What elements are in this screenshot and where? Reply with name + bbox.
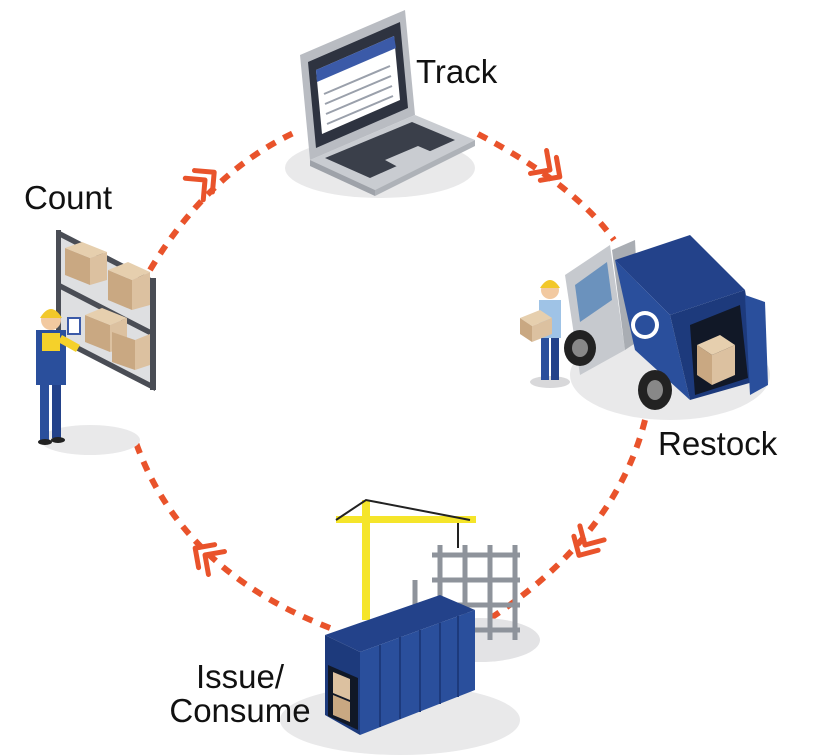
stage-label-restock: Restock <box>658 425 778 462</box>
delivery-truck-icon <box>520 235 770 420</box>
chevron-arrow-icon <box>192 542 227 577</box>
stage-label-issue-line2: Consume <box>169 692 311 729</box>
chevron-arrow-icon <box>528 148 563 183</box>
stage-label-track: Track <box>416 53 498 90</box>
laptop-icon <box>285 10 475 198</box>
arc-restock-to-issue <box>478 419 648 628</box>
worker-icon <box>520 280 570 388</box>
crane-icon <box>335 498 476 620</box>
stage-label-issue-consume: Issue/ Consume <box>160 660 320 728</box>
cycle-arrowheads <box>182 148 607 577</box>
stage-label-count: Count <box>24 179 113 216</box>
shipping-container-icon <box>280 498 540 755</box>
arc-track-to-restock <box>476 131 617 242</box>
chevron-arrow-icon <box>571 523 607 558</box>
worker-shelf-icon <box>36 230 156 455</box>
stage-label-issue-line1: Issue/ <box>195 658 285 695</box>
arc-count-to-track <box>147 127 302 272</box>
arc-issue-to-count <box>132 439 332 631</box>
chevron-arrow-icon <box>182 168 217 203</box>
